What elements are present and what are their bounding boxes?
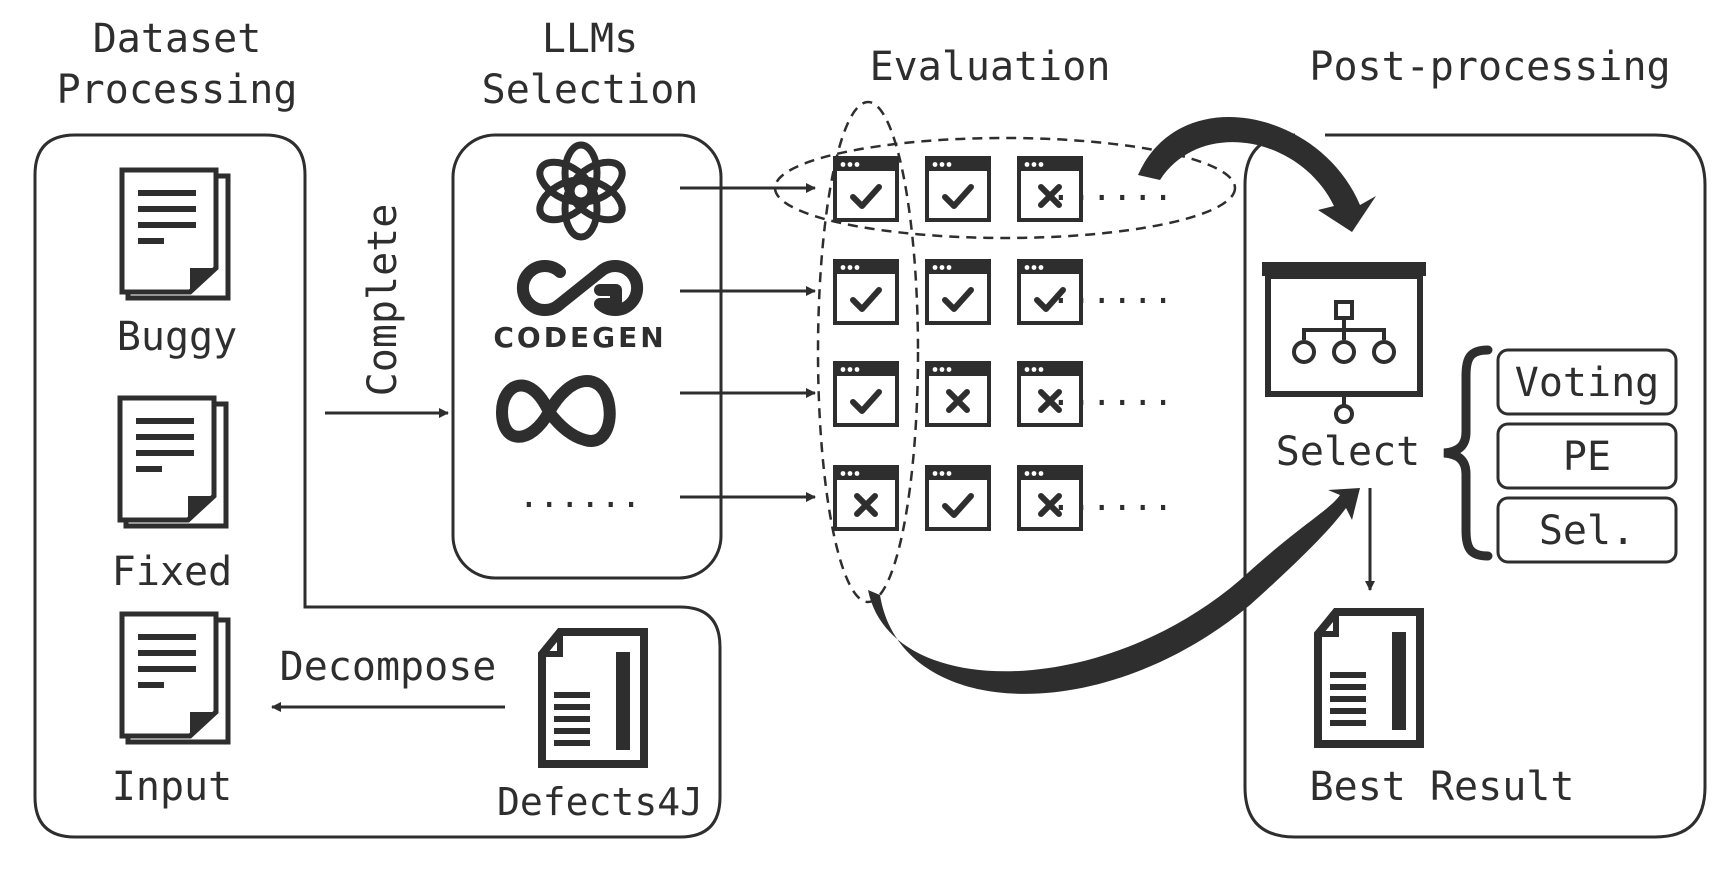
buggy-label: Buggy [117, 314, 237, 360]
test-result-pass-icon [833, 156, 899, 222]
test-result-pass-icon [925, 259, 991, 325]
fixed-label: Fixed [112, 549, 232, 595]
meta-logo-icon [496, 375, 616, 447]
defects4j-label: Defects4J [497, 780, 703, 824]
fixed-doc-icon [120, 398, 226, 526]
pe-option-label: PE [1563, 434, 1611, 480]
llms-more: ...... [519, 476, 642, 516]
eval-row-more: ...... [1051, 374, 1174, 414]
postprocessing-box [1243, 133, 1707, 839]
input-label: Input [112, 764, 232, 810]
eval-row-more: ...... [1051, 272, 1174, 312]
defects4j-report-icon [542, 632, 644, 764]
test-result-pass-icon [925, 465, 991, 531]
test-result-pass-icon [925, 156, 991, 222]
dataset-header-line2: Processing [57, 67, 298, 113]
test-result-fail-icon [833, 465, 899, 531]
voting-option-box [1496, 348, 1678, 416]
select-label: Select [1276, 429, 1421, 475]
codegen-wordmark: CODEGEN [493, 321, 666, 354]
codegen-logo-icon [516, 260, 644, 316]
eval-row-more: ...... [1051, 479, 1174, 519]
row-to-select-arrow [1138, 117, 1376, 232]
llms-header-line2: Selection [482, 67, 699, 113]
evaluation-grid [833, 156, 1083, 531]
test-result-pass-icon [833, 259, 899, 325]
openai-logo-icon [536, 141, 626, 241]
column-to-select-arrow [868, 488, 1360, 694]
sel-option-label: Sel. [1539, 508, 1635, 554]
complete-label: Complete [360, 204, 406, 397]
llms-header-line1: LLMs [542, 16, 638, 62]
evaluation-header: Evaluation [870, 44, 1111, 90]
decompose-label: Decompose [280, 644, 497, 690]
voting-option-label: Voting [1515, 360, 1660, 406]
postprocessing-header: Post-processing [1309, 44, 1670, 90]
test-result-fail-icon [925, 361, 991, 427]
llms-box [451, 133, 723, 580]
input-doc-icon [122, 614, 228, 742]
best-result-label: Best Result [1310, 764, 1575, 810]
best-result-report-icon [1318, 612, 1420, 744]
sel-option-box [1496, 496, 1678, 564]
dataset-header-line1: Dataset [93, 16, 262, 62]
options-brace [1443, 345, 1493, 561]
dataset-box [33, 133, 722, 839]
test-result-pass-icon [833, 361, 899, 427]
pe-option-box [1496, 422, 1678, 490]
buggy-doc-icon [122, 170, 228, 298]
column-selection-ellipse [816, 100, 920, 604]
row-selection-ellipse [773, 136, 1237, 240]
select-presentation-icon [1262, 262, 1426, 424]
